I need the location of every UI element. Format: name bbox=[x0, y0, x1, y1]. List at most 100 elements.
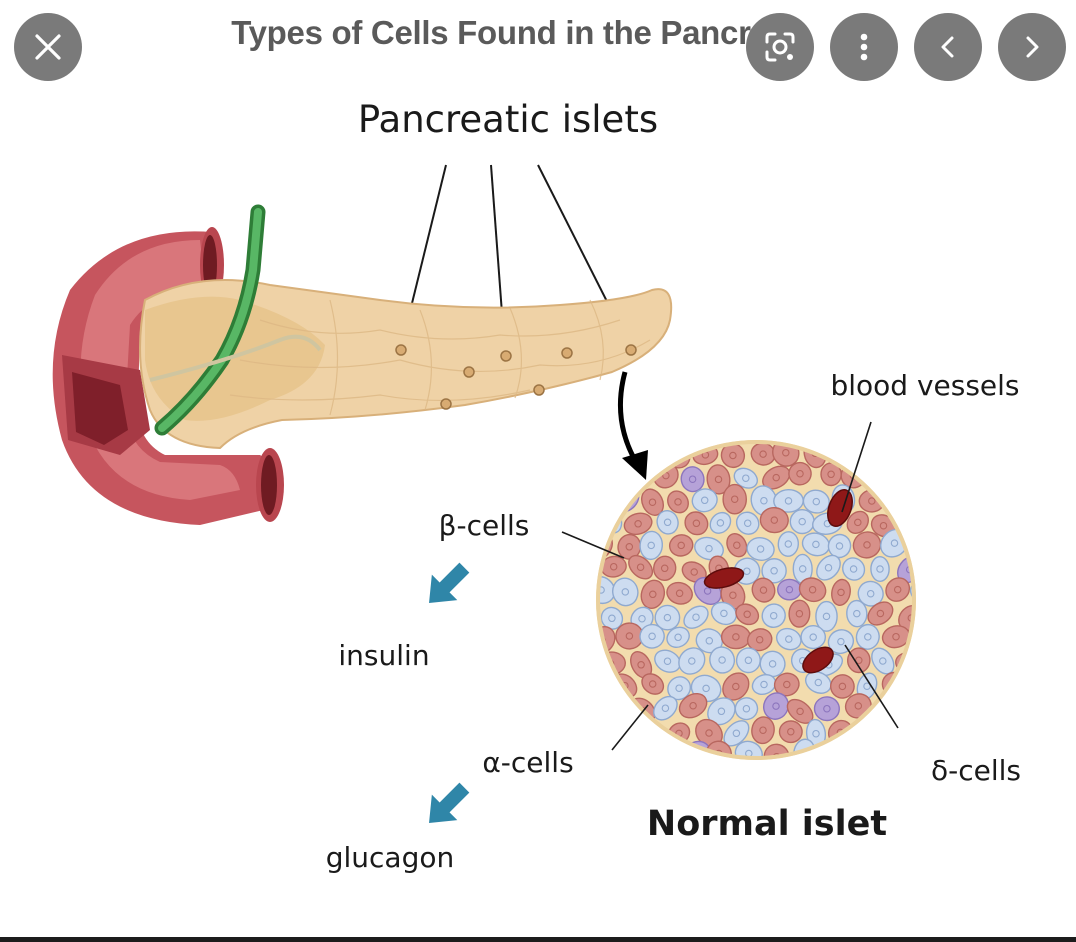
islet-cell bbox=[709, 511, 732, 534]
cell-nucleus bbox=[853, 609, 861, 618]
cell-nucleus bbox=[720, 609, 728, 618]
islet-cell bbox=[667, 490, 689, 514]
cell-nucleus bbox=[796, 707, 804, 716]
cell-nucleus bbox=[879, 657, 887, 665]
islet-cell bbox=[678, 647, 706, 675]
next-image-button[interactable] bbox=[998, 13, 1066, 81]
islet-cell bbox=[668, 534, 694, 557]
pancreatic-islets-heading: Pancreatic islets bbox=[358, 98, 658, 141]
close-button[interactable] bbox=[14, 13, 82, 81]
glucagon-label: glucagon bbox=[326, 841, 455, 874]
islet-cell bbox=[653, 695, 678, 721]
islet-cell bbox=[623, 512, 653, 536]
cell-nucleus bbox=[782, 448, 790, 457]
cell-nucleus bbox=[637, 661, 645, 669]
islet-cell bbox=[842, 557, 866, 581]
cell-nucleus bbox=[863, 682, 871, 690]
cell-nucleus bbox=[675, 589, 684, 598]
cell-nucleus bbox=[770, 516, 779, 524]
cell-nucleus bbox=[663, 657, 672, 665]
cell-nucleus bbox=[744, 656, 753, 665]
more-options-button[interactable] bbox=[830, 13, 898, 81]
cell-nucleus bbox=[609, 562, 618, 571]
previous-image-button[interactable] bbox=[914, 13, 982, 81]
cell-nucleus bbox=[784, 497, 793, 505]
cell-nucleus bbox=[812, 729, 820, 738]
cell-nucleus bbox=[837, 637, 845, 646]
islet-cell bbox=[652, 555, 677, 581]
cell-nucleus bbox=[649, 590, 657, 599]
islet-cell bbox=[746, 628, 773, 652]
cell-nucleus bbox=[785, 635, 793, 643]
islet-cell bbox=[639, 530, 664, 561]
cell-nucleus bbox=[827, 470, 835, 479]
cell-nucleus bbox=[759, 450, 767, 458]
islet-cell bbox=[726, 533, 748, 558]
cell-nucleus bbox=[729, 591, 737, 599]
islet-cell bbox=[656, 509, 679, 535]
cell-nucleus bbox=[893, 585, 902, 594]
islet-cell bbox=[788, 461, 812, 486]
islet-cell bbox=[691, 488, 718, 513]
islet-cell bbox=[639, 623, 665, 649]
islet-cell bbox=[706, 464, 731, 495]
cell-nucleus bbox=[837, 588, 845, 597]
islet-cell bbox=[598, 575, 616, 605]
islet-cell bbox=[789, 508, 815, 535]
lens-search-button[interactable] bbox=[746, 13, 814, 81]
islet-cell bbox=[804, 671, 832, 694]
cell-nucleus bbox=[742, 474, 750, 482]
cell-nucleus bbox=[796, 469, 804, 478]
cell-nucleus bbox=[648, 498, 657, 506]
cell-nucleus bbox=[692, 613, 700, 621]
cell-nucleus bbox=[598, 586, 605, 594]
image-title: Types of Cells Found in the Pancreas bbox=[231, 14, 805, 51]
cell-nucleus bbox=[732, 633, 740, 641]
islet-cell bbox=[762, 692, 790, 720]
cell-nucleus bbox=[648, 680, 657, 688]
cell-nucleus bbox=[770, 567, 778, 575]
islet-cell bbox=[666, 626, 690, 648]
islet-cell bbox=[777, 578, 802, 601]
islet-cell bbox=[815, 600, 838, 632]
islet-cell bbox=[852, 531, 882, 559]
cell-nucleus bbox=[663, 518, 672, 527]
islet-cell bbox=[666, 581, 693, 605]
chevron-left-icon bbox=[941, 36, 954, 58]
islet-cell bbox=[720, 624, 751, 650]
islet-cell bbox=[640, 579, 666, 610]
cell-nucleus bbox=[729, 451, 737, 460]
islet-cross-section bbox=[596, 440, 916, 760]
cell-nucleus bbox=[785, 585, 794, 594]
chevron-right-icon bbox=[1026, 36, 1039, 58]
cell-nucleus bbox=[716, 519, 725, 527]
cell-nucleus bbox=[693, 751, 701, 758]
cell-nucleus bbox=[812, 497, 821, 506]
blood-vessels-label: blood vessels bbox=[830, 369, 1019, 402]
cell-nucleus bbox=[743, 567, 751, 575]
islet-cell bbox=[816, 554, 841, 581]
insulin-arrow-icon bbox=[429, 562, 470, 603]
islet-cell bbox=[857, 580, 884, 607]
cell-nucleus bbox=[783, 680, 791, 689]
annotation-lines bbox=[561, 421, 899, 751]
blood-vessel bbox=[802, 646, 834, 674]
cell-nucleus bbox=[690, 568, 698, 576]
islet-cell bbox=[830, 674, 855, 699]
islet-cell bbox=[735, 603, 760, 626]
cell-nucleus bbox=[703, 587, 712, 595]
cell-nucleus bbox=[890, 539, 899, 547]
cell-nucleus bbox=[733, 541, 741, 549]
islet-cell bbox=[759, 506, 789, 534]
islet-cell bbox=[641, 673, 665, 695]
cell-nucleus bbox=[625, 543, 634, 551]
cell-nucleus bbox=[648, 632, 656, 641]
cell-nucleus bbox=[849, 565, 858, 573]
pancreas-diagram: Pancreatic islets bbox=[52, 98, 1021, 874]
normal-islet-label: Normal islet bbox=[647, 804, 887, 844]
cell-nucleus bbox=[622, 495, 631, 503]
cell-nucleus bbox=[760, 496, 768, 505]
cell-nucleus bbox=[663, 613, 672, 622]
islet-cell bbox=[746, 537, 775, 561]
lens-search-icon bbox=[765, 32, 795, 62]
